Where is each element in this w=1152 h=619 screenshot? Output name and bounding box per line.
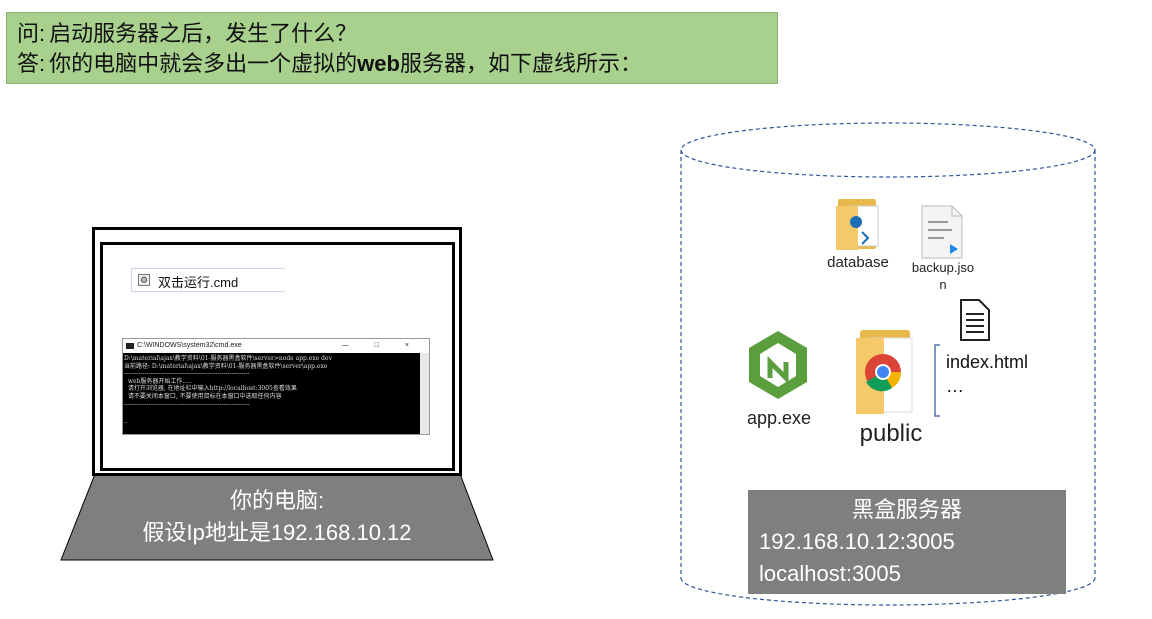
question-text: 启动服务器之后，发生了什么？ (49, 21, 358, 46)
cmd-file-item[interactable]: ⚙ 双击运行.cmd (131, 268, 285, 292)
qa-banner: 问:启动服务器之后，发生了什么？ 答:你的电脑中就会多出一个虚拟的web服务器，… (6, 12, 778, 84)
public-label: public (859, 420, 923, 447)
app-exe-label: app.exe (746, 408, 812, 428)
cmd-output: D:\material\ajax\教学资料\01-服务器黑盒软件\server>… (123, 355, 419, 434)
answer-line: 答:你的电脑中就会多出一个虚拟的web服务器，如下虚线所示： (17, 49, 767, 79)
cmd-window[interactable]: C:\WINDOWS\system32\cmd.exe — □ × D:\mat… (122, 338, 430, 435)
answer-web-word: web (357, 51, 400, 76)
cmd-window-icon (126, 343, 134, 349)
cmd-output-line: web服务器开始工作..... (124, 377, 192, 385)
json-file-icon (921, 205, 963, 259)
question-prefix: 问: (17, 21, 46, 46)
backup-json-label: backup.jso n (900, 259, 986, 293)
folder-with-chrome-icon (856, 330, 913, 414)
database-label: database (827, 254, 889, 271)
cmd-output-line: 请不要关闭本窗口, 不要使用鼠标在本窗口中选取任何内容 (124, 392, 282, 400)
answer-prefix: 答: (17, 51, 46, 76)
cmd-output-line: ----------------------------------------… (124, 400, 250, 408)
cmd-file-icon: ⚙ (138, 274, 150, 286)
cmd-scrollbar[interactable] (420, 353, 429, 434)
public-children-bracket (934, 344, 940, 417)
server-address-localhost: localhost:3005 (759, 561, 901, 586)
question-line: 问:启动服务器之后，发生了什么？ (17, 19, 767, 49)
cmd-title-bar: C:\WINDOWS\system32\cmd.exe — □ × (123, 339, 429, 353)
public-children-list: index.html … (946, 350, 1028, 398)
nodejs-hexagon-icon (749, 331, 807, 399)
server-box-title: 黑盒服务器 (851, 497, 962, 522)
answer-text-part1: 你的电脑中就会多出一个虚拟的 (49, 51, 358, 76)
laptop-caption-line2: 假设Ip地址是192.168.10.12 (142, 520, 412, 545)
cmd-output-line: 请打开浏览器, 在地址栏中输入http://localhost:3005查看效果 (124, 385, 297, 393)
cmd-window-controls[interactable]: — □ × (341, 342, 421, 349)
backup-json-label-line1: backup.jso (911, 260, 975, 275)
public-child-index-html: index.html (946, 352, 1029, 372)
backup-json-label-line2: n (939, 277, 947, 292)
cmd-output-line: _ (124, 415, 127, 423)
cmd-output-line: D:\material\ajax\教学资料\01-服务器黑盒软件\server>… (124, 355, 332, 362)
cylinder-top-ellipse (680, 122, 1096, 178)
server-address-ip: 192.168.10.12:3005 (759, 529, 955, 554)
cmd-output-line: 当前路径: D:\material\ajax\教学资料\01-服务器黑盒软件\s… (124, 362, 328, 370)
cmd-output-line: ----------------------------------------… (124, 370, 250, 378)
laptop-caption: 你的电脑: 假设Ip地址是192.168.10.12 (60, 485, 494, 549)
html-document-icon (960, 299, 990, 341)
public-child-ellipsis: … (946, 376, 964, 396)
laptop-caption-line1: 你的电脑: (229, 488, 325, 513)
answer-text-part2: 服务器，如下虚线所示： (399, 51, 642, 76)
cmd-title: C:\WINDOWS\system32\cmd.exe (137, 342, 242, 349)
blackbox-server-box: 黑盒服务器 192.168.10.12:3005 localhost:3005 (748, 490, 1066, 594)
folder-with-document-icon (836, 199, 879, 250)
cmd-file-name: 双击运行.cmd (158, 275, 239, 290)
cylinder-bottom-arc (680, 577, 1096, 606)
